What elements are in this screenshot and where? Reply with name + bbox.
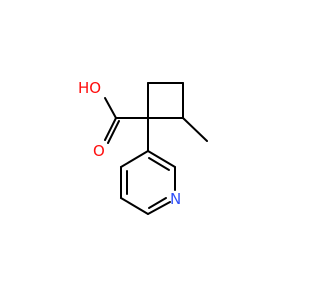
bond-carboxyl-o-double-a	[104, 117, 117, 141]
bond-py-c6-n-inner	[148, 197, 167, 209]
molecule-diagram: HO O N	[78, 79, 208, 215]
structure-canvas: HO O N	[78, 79, 208, 215]
bond-py-c3-c4	[120, 150, 149, 168]
pyridine-nitrogen-label: N	[170, 190, 181, 208]
bond-carboxyl-o-double-b	[107, 120, 120, 144]
bond-methyl	[182, 117, 208, 142]
bond-py-c2-c3	[147, 150, 176, 168]
bond-carboxyl-oh	[104, 97, 117, 119]
bond-py-c2-c3-inner	[148, 157, 170, 171]
carbonyl-oxygen-label: O	[93, 142, 105, 160]
hydroxyl-label: HO	[78, 79, 101, 97]
bond-py-c6-n	[147, 201, 171, 215]
bond-py-c5-c6	[120, 197, 149, 215]
